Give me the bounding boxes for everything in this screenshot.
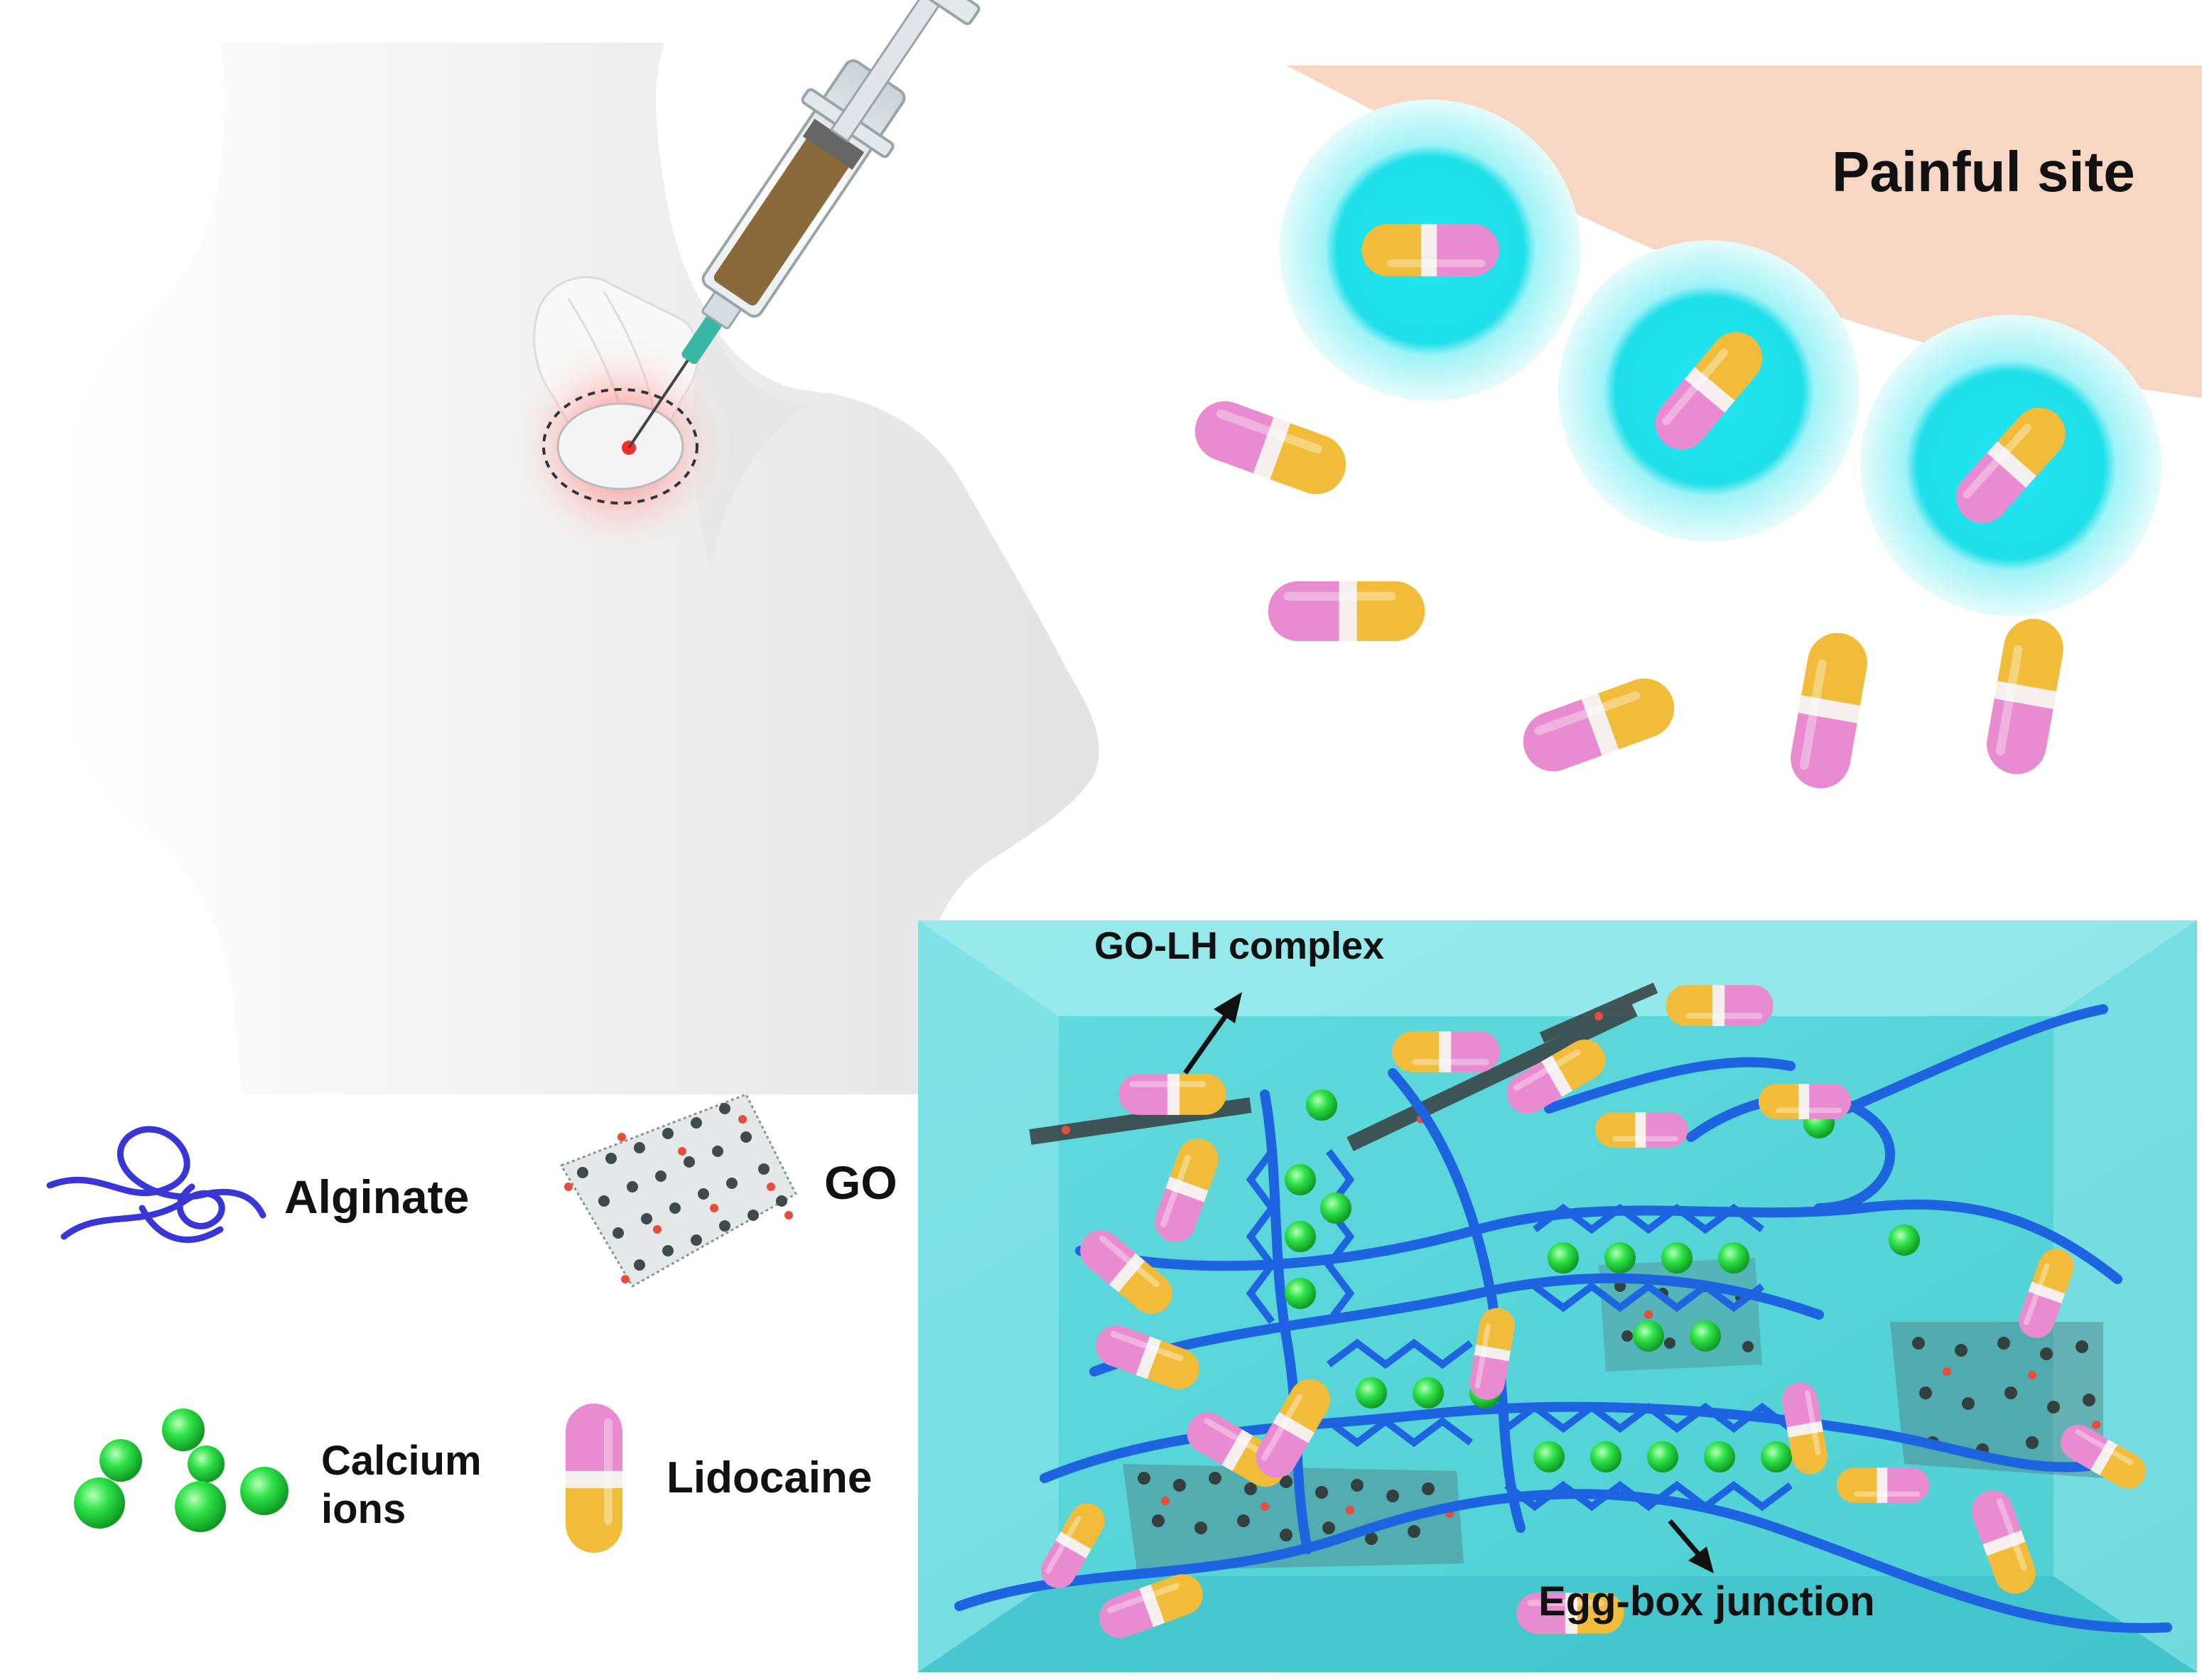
go-lh-complex-label: GO-LH complex [1094, 925, 1385, 967]
go-legend-label: GO [824, 1156, 897, 1209]
capsule-bubble [1860, 315, 2161, 616]
calcium-ion-icon [74, 1409, 288, 1532]
alginate-chain-icon [46, 1126, 266, 1243]
calcium-line-2: ions [321, 1486, 406, 1533]
painful-site-label: Painful site [1832, 140, 2135, 203]
syringe-icon [627, 0, 981, 449]
capsule-icon [1187, 392, 1354, 503]
capsule-bubbles [1280, 99, 2161, 616]
alginate-chains [954, 1004, 2172, 1633]
capsule-icon [1982, 614, 2068, 779]
go-lh-arrow [1183, 1003, 1235, 1075]
capsule-icon [1515, 669, 1683, 780]
egg-box-zigzags [1246, 1149, 1793, 1512]
alginate-legend-label: Alginate [284, 1170, 470, 1223]
capsule-bubble [1558, 240, 1860, 542]
lidocaine-capsule-icon [566, 1404, 622, 1553]
human-body-icon [64, 43, 1099, 1094]
hydrogel-box [918, 920, 2197, 1672]
calcium-ions-legend-label: Calcium ions [321, 1437, 482, 1534]
injection-site [556, 402, 684, 490]
human-body-illustration [64, 0, 1099, 1094]
capsule-icon [1268, 581, 1425, 641]
egg-box-junction-label: Egg-box junction [1538, 1578, 1875, 1625]
capsule-bubble [1280, 99, 1581, 401]
calcium-line-1: Calcium [321, 1438, 482, 1484]
legend [46, 1093, 797, 1553]
capsule-icon [1786, 628, 1872, 793]
graphene-oxide-icon [559, 1093, 797, 1288]
lidocaine-legend-label: Lidocaine [666, 1453, 873, 1502]
